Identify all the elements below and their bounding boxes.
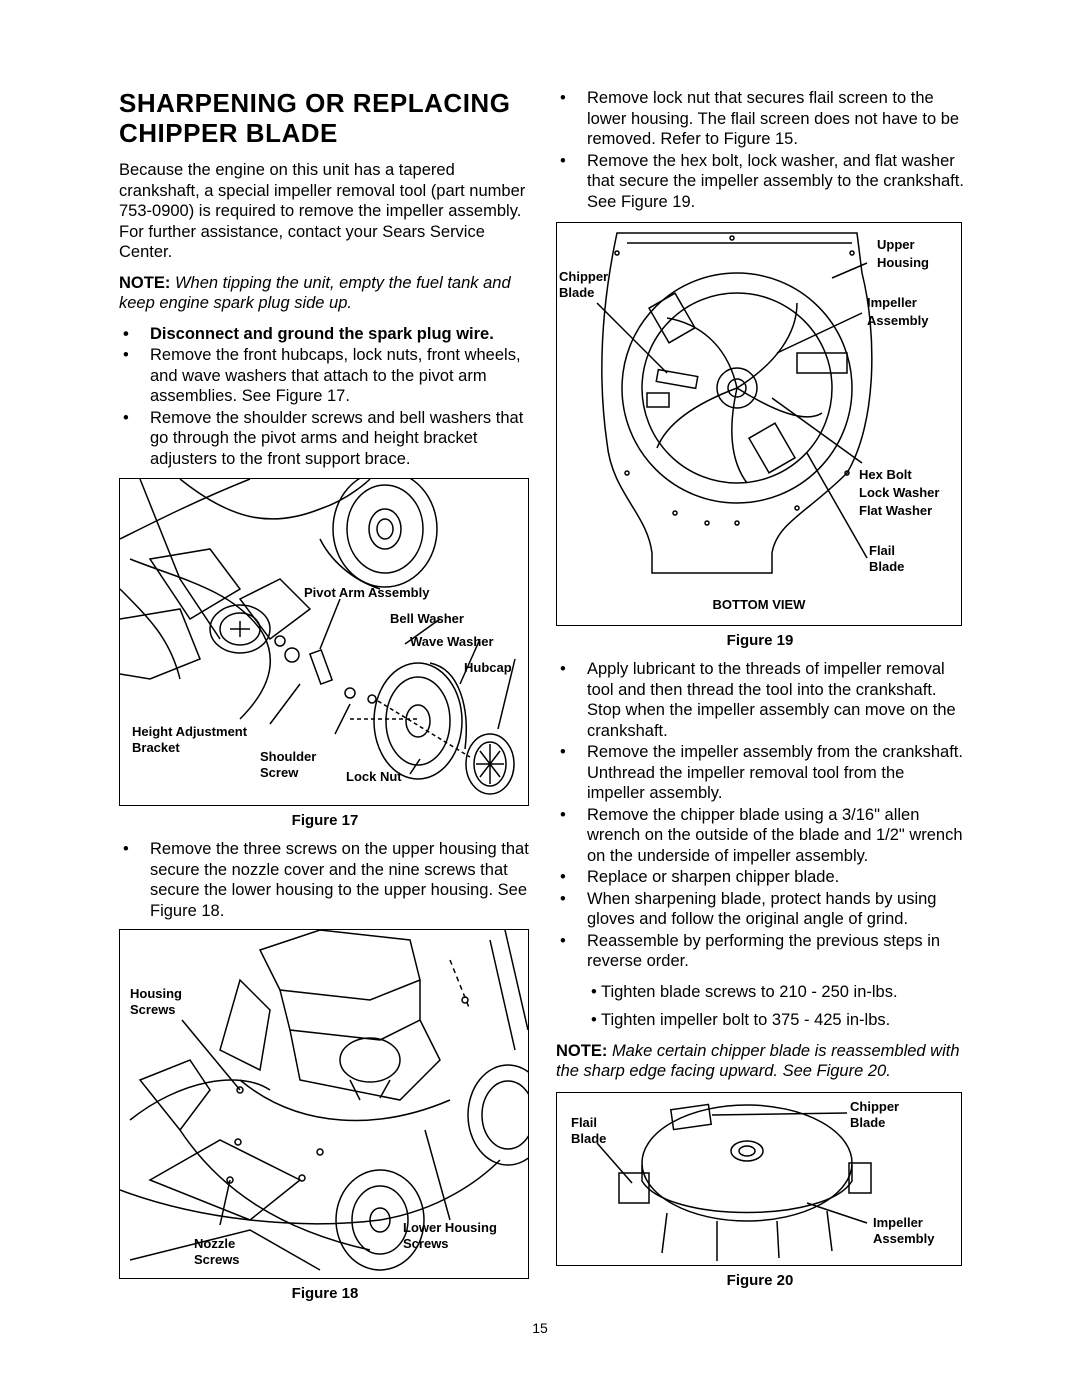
label-upper: Upper [877, 237, 915, 252]
list-item: Remove the hex bolt, lock washer, and fl… [556, 151, 964, 213]
figure-20-caption: Figure 20 [726, 1271, 794, 1289]
label-chipper: Chipper [559, 269, 609, 284]
label-nozzle: Nozzle [194, 1236, 236, 1251]
page-number: 15 [532, 1320, 548, 1336]
list-item: Replace or sharpen chipper blade. [556, 867, 964, 888]
label-bell-washer: Bell Washer [390, 611, 464, 626]
figure-17-caption: Figure 17 [291, 812, 359, 829]
figure-18-illustration [120, 930, 528, 1271]
figure-20-illustration [596, 1103, 872, 1261]
figure-19: Upper Housing Chipper Blade Impeller Ass… [556, 222, 962, 626]
label-pivot-arm-assembly: Pivot Arm Assembly [304, 585, 430, 600]
list-item: Remove the shoulder screws and bell wash… [119, 408, 531, 470]
label-shoulder: Shoulder [260, 749, 317, 764]
list-item: Disconnect and ground the spark plug wir… [119, 324, 531, 345]
instruction-list-3: Remove lock nut that secures flail scree… [556, 88, 964, 212]
label-chipper-blade: Blade [559, 285, 595, 300]
label-lock-washer: Lock Washer [859, 485, 940, 500]
figure-17: Pivot Arm Assembly Bell Washer Wave Wash… [119, 478, 529, 806]
label-lower-housing: Lower Housing [403, 1220, 497, 1235]
list-item: Remove lock nut that secures flail scree… [556, 88, 964, 150]
figure-20: Flail Blade Chipper Blade Impeller Assem… [556, 1091, 962, 1266]
label-housing: Housing [877, 255, 929, 270]
figure-18: Housing Screws Nozzle Screws Lower Housi… [119, 929, 529, 1279]
list-item: Remove the front hubcaps, lock nuts, fro… [119, 345, 531, 407]
list-item: Remove the impeller assembly from the cr… [556, 742, 964, 804]
label-housing: Housing [130, 986, 182, 1001]
list-item: Apply lubricant to the threads of impell… [556, 659, 964, 741]
label-hex-bolt: Hex Bolt [859, 467, 912, 482]
label-flat-washer: Flat Washer [859, 503, 933, 518]
label-chipper-blade: Blade [850, 1114, 886, 1130]
instruction-list-2: Remove the three screws on the upper hou… [119, 839, 531, 921]
list-item: Remove the three screws on the upper hou… [119, 839, 531, 921]
figure-18-caption: Figure 18 [291, 1285, 359, 1302]
label-flail: Flail [869, 543, 896, 558]
list-item: When sharpening blade, protect hands by … [556, 889, 964, 930]
label-screw: Screw [260, 765, 299, 780]
figure-19-illustration [596, 232, 873, 574]
list-item: Remove the chipper blade using a 3/16" a… [556, 805, 964, 867]
figure-19-caption: Figure 19 [726, 632, 794, 649]
label-nozzle-screws: Screws [194, 1252, 240, 1267]
label-flail: Flail [571, 1114, 598, 1130]
label-bottom-view: BOTTOM VIEW [712, 597, 806, 612]
intro-paragraph: Because the engine on this unit has a ta… [119, 161, 526, 261]
left-column: Sharpening or Replacing Chipper Blade Be… [119, 88, 531, 1312]
label-impeller: Impeller [867, 295, 917, 310]
note-reassembly: NOTE: Make certain chipper blade is reas… [556, 1041, 964, 1082]
right-column: Remove lock nut that secures flail scree… [556, 88, 964, 1299]
label-wave-washer: Wave Washer [410, 634, 494, 649]
note-tipping: NOTE: When tipping the unit, empty the f… [119, 273, 531, 314]
label-chipper: Chipper [850, 1098, 900, 1114]
list-item: Tighten impeller bolt to 375 - 425 in-lb… [556, 1010, 964, 1031]
note-text: Make certain chipper blade is reassemble… [556, 1041, 960, 1081]
note-label: NOTE: [119, 273, 171, 292]
label-lock-nut: Lock Nut [346, 769, 402, 784]
label-impeller-assembly: Assembly [873, 1230, 935, 1246]
list-item: Tighten blade screws to 210 - 250 in-lbs… [556, 982, 964, 1003]
label-lower-housing-screws: Screws [403, 1236, 449, 1251]
note-label: NOTE: [556, 1041, 608, 1060]
instruction-list-4: Apply lubricant to the threads of impell… [556, 659, 964, 972]
label-flail-blade: Blade [869, 559, 905, 574]
list-item: Reassemble by performing the previous st… [556, 931, 964, 972]
label-flail-blade: Blade [571, 1130, 607, 1146]
label-impeller-assembly: Assembly [867, 313, 929, 328]
label-bracket: Bracket [132, 740, 180, 755]
label-height-adjustment: Height Adjustment [132, 724, 248, 739]
instruction-list-1: Disconnect and ground the spark plug wir… [119, 324, 531, 470]
label-housing-screws: Screws [130, 1002, 176, 1017]
figure-17-illustration [120, 479, 516, 795]
label-hubcap: Hubcap [464, 660, 512, 675]
page-title: Sharpening or Replacing Chipper Blade [119, 88, 511, 148]
torque-list: Tighten blade screws to 210 - 250 in-lbs… [556, 982, 964, 1031]
label-impeller: Impeller [873, 1214, 923, 1230]
note-text: When tipping the unit, empty the fuel ta… [119, 273, 511, 313]
